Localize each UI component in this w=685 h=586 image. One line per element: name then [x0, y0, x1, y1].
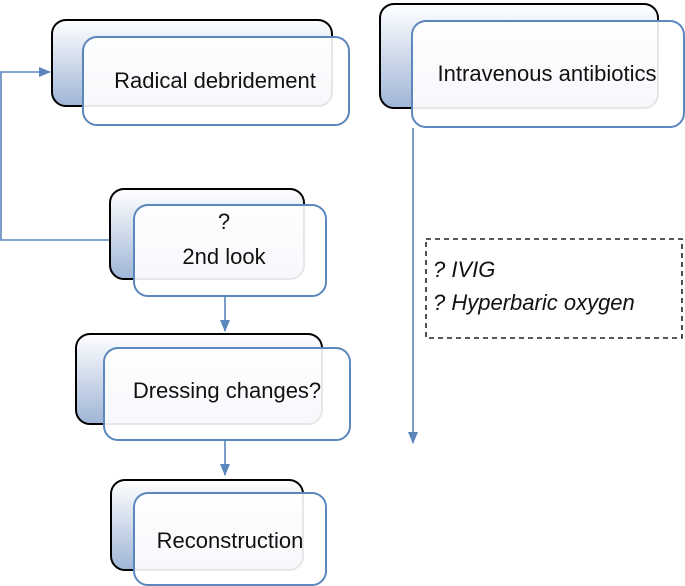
node-intravenous-antibiotics: Intravenous antibiotics [379, 3, 685, 128]
node-box [133, 492, 327, 586]
adjunct-dashed-border [425, 238, 683, 339]
node-reconstruction: Reconstruction [110, 479, 327, 586]
hyperbaric-oxygen-label: ? Hyperbaric oxygen [433, 290, 635, 315]
intravenous-antibiotics-label: Intravenous antibiotics [438, 61, 657, 86]
node-box [411, 20, 685, 128]
reconstruction-label: Reconstruction [157, 528, 304, 553]
node-box [103, 347, 351, 441]
loop-back-arrow [0, 67, 110, 241]
node-box [133, 204, 327, 297]
node-dressing-changes: Dressing changes? [75, 333, 351, 441]
radical-debridement-label: Radical debridement [114, 68, 316, 93]
node-second-look: ? 2nd look [109, 188, 327, 297]
node-radical-debridement: Radical debridement [51, 19, 350, 126]
ivig-label: ? IVIG [433, 257, 495, 282]
dressing-changes-label: Dressing changes? [133, 378, 321, 403]
second-look-question-mark: ? [218, 209, 230, 234]
second-look-label: 2nd look [182, 244, 266, 269]
node-box [82, 36, 350, 126]
adjunct-therapies-box: ? IVIG ? Hyperbaric oxygen [425, 238, 683, 339]
